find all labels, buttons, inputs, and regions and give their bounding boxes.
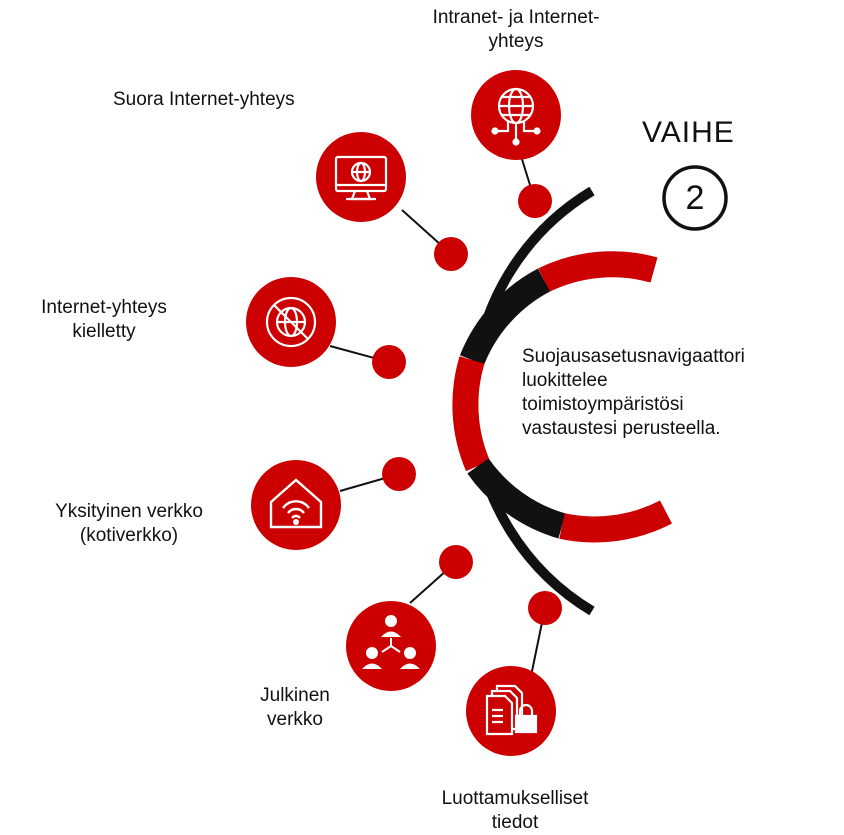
inner-ring-black-top [459,268,551,366]
node-circles [246,70,561,756]
dot-direct [434,237,468,271]
people-network-icon [362,615,420,669]
label-intranet: Intranet- ja Internet-yhteys [432,7,600,52]
arc-dots [372,184,562,625]
dot-intranet [518,184,552,218]
dot-private [382,457,416,491]
inner-ring-red-bottom [559,500,672,543]
inner-ring-red-top [538,251,658,292]
label-direct: Suora Internet-yhteys [113,89,295,110]
no-globe-icon [265,296,317,348]
phase-number-ring [662,165,728,231]
inner-ring-black-bottom [467,458,566,539]
phase-title: VAIHE [642,116,735,149]
monitor-globe-icon [334,155,388,201]
dot-public [439,545,473,579]
network-globe-icon [491,87,541,146]
locked-documents-icon [485,684,538,736]
inner-ring-red-mid [452,356,491,472]
inner-ring [452,251,672,543]
label-private: Yksityinen verkko(kotiverkko) [55,501,203,546]
description-text: Suojausasetusnavigaattori luokittelee to… [522,346,745,439]
home-wifi-icon [269,478,323,529]
dot-forbidden [372,345,406,379]
phase-number: 2 [685,179,705,217]
circle-direct [316,132,406,222]
circle-private [251,460,341,550]
dot-confidential [528,591,562,625]
